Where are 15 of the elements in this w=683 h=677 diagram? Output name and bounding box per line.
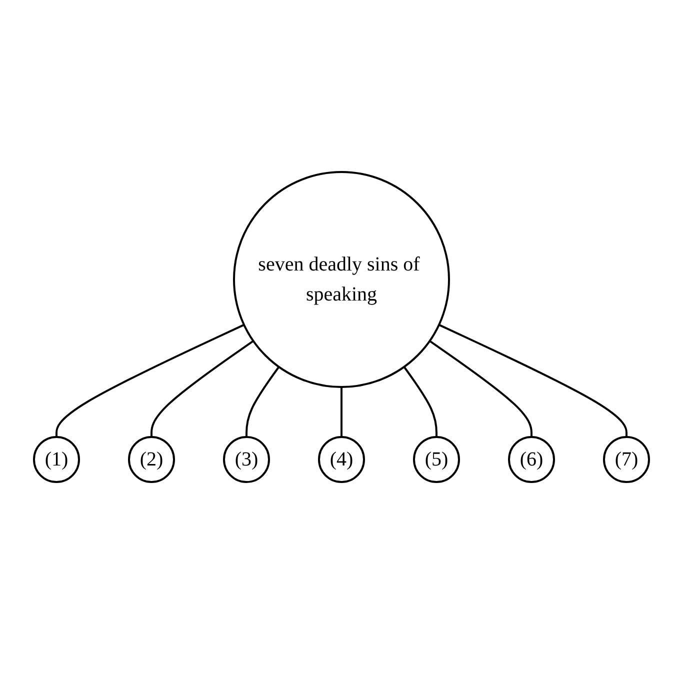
connector — [340, 387, 342, 438]
node-circle: (5) — [413, 436, 460, 484]
node-circle: (6) — [508, 436, 555, 484]
connector — [246, 366, 280, 438]
connector — [438, 324, 628, 438]
node-circle: (4) — [318, 436, 365, 484]
node-circle: (1) — [33, 436, 80, 484]
node-circle: (7) — [603, 436, 650, 484]
connector — [429, 340, 532, 438]
node-circle: seven deadly sins of speaking — [233, 171, 450, 388]
connector — [150, 340, 254, 438]
connector — [403, 366, 438, 438]
connector — [56, 324, 244, 438]
node-circle: (3) — [223, 436, 270, 484]
node-circle: (2) — [128, 436, 175, 484]
